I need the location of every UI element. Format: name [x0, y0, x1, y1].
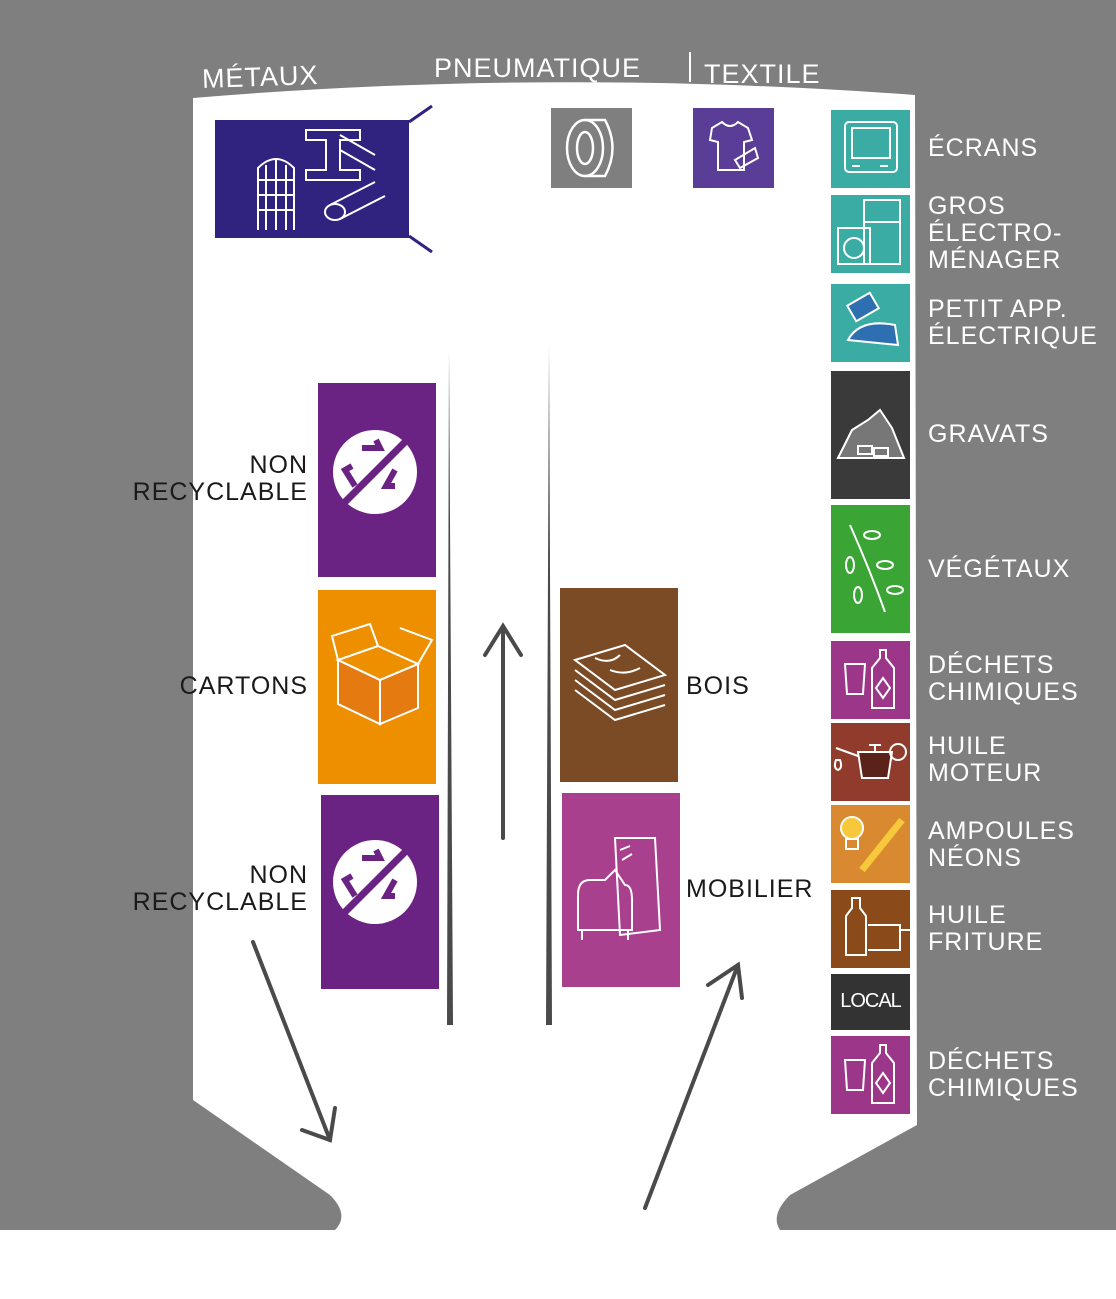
dechets-chimiques-container-1[interactable]: [831, 641, 910, 719]
huile-moteur-label: HUILE MOTEUR: [928, 732, 1043, 787]
local-label: LOCAL: [840, 990, 902, 1012]
vegetaux-tile: [831, 505, 910, 633]
metaux-flap-bottom: [408, 234, 433, 254]
dechets-chimiques-tile-2: [831, 1036, 910, 1114]
appliances-icon: [837, 199, 901, 265]
branch-icon: [845, 524, 904, 613]
gros-electromenager-container[interactable]: [831, 195, 910, 273]
cardboard-box-icon: [330, 622, 434, 726]
non-recyclable-label-2: NON RECYCLABLE: [132, 861, 308, 916]
metaux-flap-top: [408, 104, 433, 124]
chemical-bottle-icon: [843, 649, 895, 709]
ampoules-tile: [831, 805, 910, 883]
tire-icon: [565, 118, 614, 178]
huile-friture-tile: [831, 890, 910, 968]
dechets-chimiques-container-2[interactable]: [831, 1036, 910, 1114]
oil-can-icon: [833, 743, 907, 779]
gravats-label: GRAVATS: [928, 420, 1049, 448]
huile-friture-label: HUILE FRITURE: [928, 901, 1044, 956]
vegetaux-label: VÉGÉTAUX: [928, 555, 1071, 583]
bois-container[interactable]: [560, 588, 678, 782]
traffic-arrows: [251, 622, 744, 1210]
metal-beams-icon: [257, 129, 386, 230]
arrow-entry-head: [706, 961, 744, 1000]
arrow-exit-head: [300, 1106, 337, 1143]
pneumatique-label: PNEUMATIQUE: [434, 53, 642, 83]
arrow-up-center-head: [483, 622, 523, 657]
non-recyclable-label-1: NON RECYCLABLE: [132, 451, 308, 506]
ampoules-container[interactable]: [831, 805, 910, 883]
non-recyclable-container-2[interactable]: [321, 795, 439, 989]
dechets-chimiques-label-1: DÉCHETS CHIMIQUES: [928, 651, 1079, 706]
no-recycling-icon: [333, 840, 417, 924]
platform-floor: [193, 82, 917, 1230]
divider-right: [546, 345, 552, 1025]
metaux-label: MÉTAUX: [201, 59, 319, 95]
non-recyclable-container-1[interactable]: [318, 383, 436, 577]
bois-label: BOIS: [686, 672, 750, 700]
gros-electromenager-label: GROS ÉLECTRO- MÉNAGER: [928, 192, 1063, 274]
petit-app-container[interactable]: [831, 284, 910, 362]
vegetaux-container[interactable]: [831, 505, 910, 633]
ecrans-container[interactable]: [831, 110, 910, 188]
frying-oil-icon: [845, 897, 912, 956]
huile-moteur-container[interactable]: [831, 723, 910, 801]
arrow-entry: [643, 963, 740, 1210]
no-recycling-icon: [333, 430, 417, 514]
bulb-icon: [840, 816, 905, 873]
clothes-icon: [708, 120, 760, 171]
ecrans-label: ÉCRANS: [928, 134, 1039, 162]
ampoules-label: AMPOULES NÉONS: [928, 817, 1075, 872]
wood-planks-icon: [572, 643, 668, 722]
local-container[interactable]: [831, 974, 910, 1030]
local-tile: [831, 974, 910, 1030]
cartons-label: CARTONS: [179, 672, 308, 700]
dechets-chimiques-tile-1: [831, 641, 910, 719]
arrow-exit: [251, 940, 332, 1142]
bois-tile: [560, 588, 678, 782]
mobilier-label: MOBILIER: [686, 875, 814, 903]
pneumatique-container[interactable]: [551, 108, 632, 188]
iron-icon: [845, 291, 900, 347]
divider-left: [447, 350, 453, 1025]
textile-container[interactable]: [693, 108, 774, 188]
mobilier-tile: [562, 793, 680, 987]
dechets-chimiques-label-2: DÉCHETS CHIMIQUES: [928, 1047, 1079, 1102]
chemical-bottle-icon: [843, 1044, 895, 1104]
furniture-icon: [577, 837, 662, 940]
metaux-container[interactable]: [215, 104, 433, 254]
huile-friture-container[interactable]: [831, 890, 912, 968]
mobilier-container[interactable]: [562, 793, 680, 987]
tv-icon: [844, 121, 898, 173]
petit-app-label: PETIT APP. ÉLECTRIQUE: [928, 295, 1098, 350]
textile-label: TEXTILE: [704, 59, 821, 89]
rubble-icon: [836, 408, 906, 459]
cartons-container[interactable]: [318, 590, 436, 784]
gravats-container[interactable]: [831, 371, 910, 499]
textile-tile: [693, 108, 774, 188]
